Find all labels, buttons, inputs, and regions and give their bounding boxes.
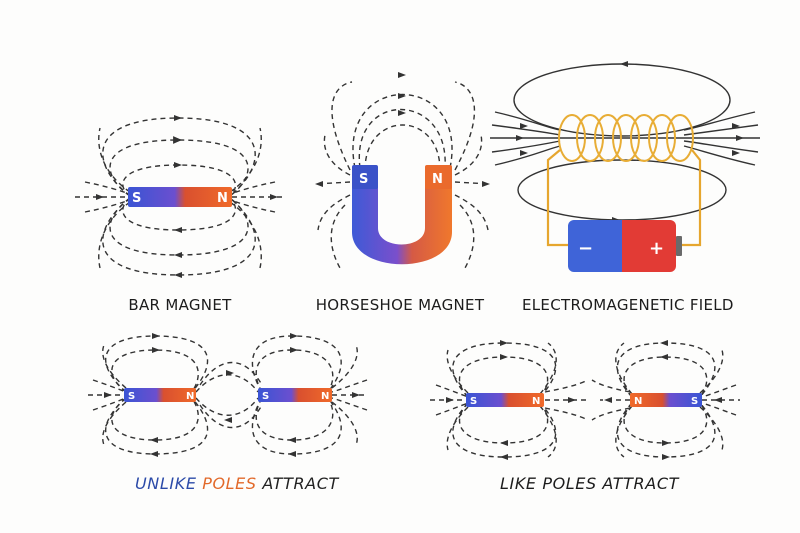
field-loop-bottom [517,159,727,221]
unlike-magnet-2-south: S [262,391,269,402]
bar-magnet-panel: S N [75,115,285,278]
like-magnet-1-south: S [470,396,477,407]
horseshoe-north-label: N [432,172,443,187]
horseshoe-field-lines [314,81,491,269]
wire-right [678,149,702,247]
electromagnet-field-lines [490,111,760,166]
bar-magnet [128,187,232,207]
battery-terminal [676,236,682,256]
unlike-poles-caption: UNLIKE POLES ATTRACT [135,474,338,493]
like-field-lines [430,342,740,458]
horseshoe-magnet [352,168,452,265]
unlike-poles-panel: S N S N [88,333,368,457]
horseshoe-south-label: S [359,172,368,187]
bar-magnet-caption: BAR MAGNET [128,296,232,314]
electromagnetic-field-caption: ELECTROMAGENETIC FIELD [522,296,734,314]
like-magnet-2-south: S [691,396,698,407]
like-magnet-2-north: N [634,396,642,407]
unlike-caption-un: UN [135,474,160,493]
horseshoe-north-pole [425,165,452,189]
wire-left [546,149,568,247]
unlike-magnet-1-south: S [128,391,135,402]
like-poles-caption: LIKE POLES ATTRACT [500,474,679,493]
like-arrows [446,340,722,460]
unlike-magnet-2 [258,388,332,402]
battery-negative-label: − [578,238,593,259]
unlike-magnet-1-north: N [186,391,194,402]
horseshoe-magnet-caption: HORSESHOE MAGNET [315,296,485,314]
unlike-caption-attract: ATTRACT [256,474,339,493]
horseshoe-south-pole [352,165,378,189]
electromagnet-panel: − + [490,61,760,272]
field-loop-top [513,63,731,137]
coil [558,114,694,162]
like-magnet-2 [630,393,702,407]
unlike-caption-poles: POLES [196,474,257,493]
horseshoe-arrows [315,72,490,187]
battery-positive-label: + [649,238,664,259]
battery: − + [568,220,682,272]
electromagnet-arrows [516,61,744,223]
like-poles-panel: S N N S [430,340,740,460]
like-magnet-1-north: N [532,396,540,407]
battery-positive-side [622,220,676,272]
unlike-caption-like: LIKE [159,474,197,493]
unlike-magnet-1 [124,388,196,402]
like-magnet-1 [466,393,544,407]
bar-magnet-north-label: N [217,191,228,206]
unlike-arrows [104,333,360,457]
bar-magnet-arrows [96,115,278,278]
horseshoe-magnet-panel: S N [314,72,491,269]
battery-negative-side [568,220,622,272]
bar-magnet-south-label: S [132,191,141,206]
unlike-magnet-2-north: N [321,391,329,402]
